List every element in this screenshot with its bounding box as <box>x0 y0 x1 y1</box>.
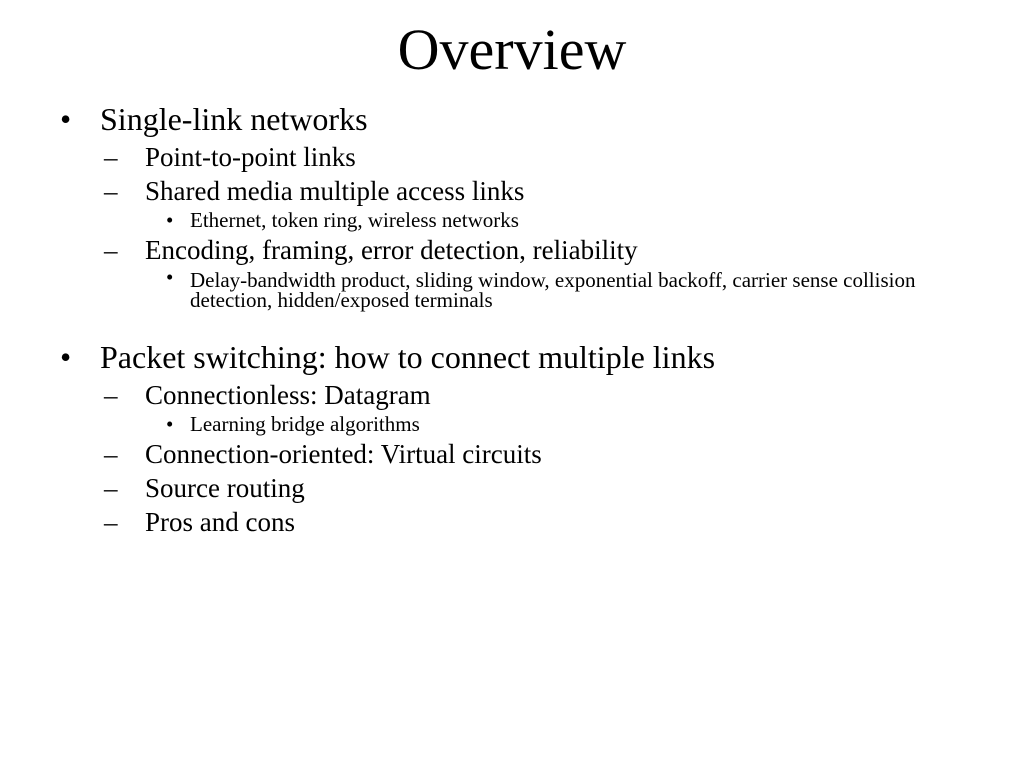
bullet-item-level2: – Pros and cons <box>0 505 1024 539</box>
bullet-label: Point-to-point links <box>145 142 356 172</box>
bullet-label: Encoding, framing, error detection, reli… <box>145 235 638 265</box>
dash-icon: – <box>104 473 118 503</box>
bullet-item-level1: • Packet switching: how to connect multi… <box>0 336 1024 378</box>
bullet-item-level3: • Ethernet, token ring, wireless network… <box>0 208 1024 233</box>
bullet-item-level3: • Learning bridge algorithms <box>0 412 1024 437</box>
dash-icon: – <box>104 176 118 206</box>
bullet-icon: • <box>60 101 72 137</box>
bullet-item-level2: – Connection-oriented: Virtual circuits <box>0 437 1024 471</box>
dash-icon: – <box>104 507 118 537</box>
slide-title: Overview <box>397 17 627 82</box>
bullet-label: Packet switching: how to connect multipl… <box>100 339 716 375</box>
section-spacer <box>0 310 1024 336</box>
bullet-label: Single-link networks <box>100 101 368 137</box>
bullet-label: Source routing <box>145 473 305 503</box>
bullet-label: Learning bridge algorithms <box>190 412 420 436</box>
dash-icon: – <box>104 439 118 469</box>
bullet-item-level2: – Shared media multiple access links <box>0 174 1024 208</box>
bullet-item-level2: – Encoding, framing, error detection, re… <box>0 233 1024 267</box>
bullet-item-level2: – Source routing <box>0 471 1024 505</box>
bullet-icon: • <box>60 339 72 375</box>
bullet-label: Connection-oriented: Virtual circuits <box>145 439 542 469</box>
bullet-item-level2: – Connectionless: Datagram <box>0 378 1024 412</box>
slide-content: • Single-link networks – Point-to-point … <box>0 98 1024 539</box>
bullet-label: Ethernet, token ring, wireless networks <box>190 208 519 232</box>
dash-icon: – <box>104 142 118 172</box>
bullet-icon: • <box>166 265 174 289</box>
bullet-label: Connectionless: Datagram <box>145 380 431 410</box>
bullet-item-level1: • Single-link networks <box>0 98 1024 140</box>
bullet-item-level3: • Delay-bandwidth product, sliding windo… <box>0 265 1024 312</box>
dash-icon: – <box>104 235 118 265</box>
bullet-label: Pros and cons <box>145 507 295 537</box>
bullet-icon: • <box>166 412 174 436</box>
bullet-label: Shared media multiple access links <box>145 176 525 206</box>
bullet-label: Delay-bandwidth product, sliding window,… <box>190 268 916 312</box>
bullet-item-level2: – Point-to-point links <box>0 140 1024 174</box>
dash-icon: – <box>104 380 118 410</box>
bullet-icon: • <box>166 208 174 232</box>
